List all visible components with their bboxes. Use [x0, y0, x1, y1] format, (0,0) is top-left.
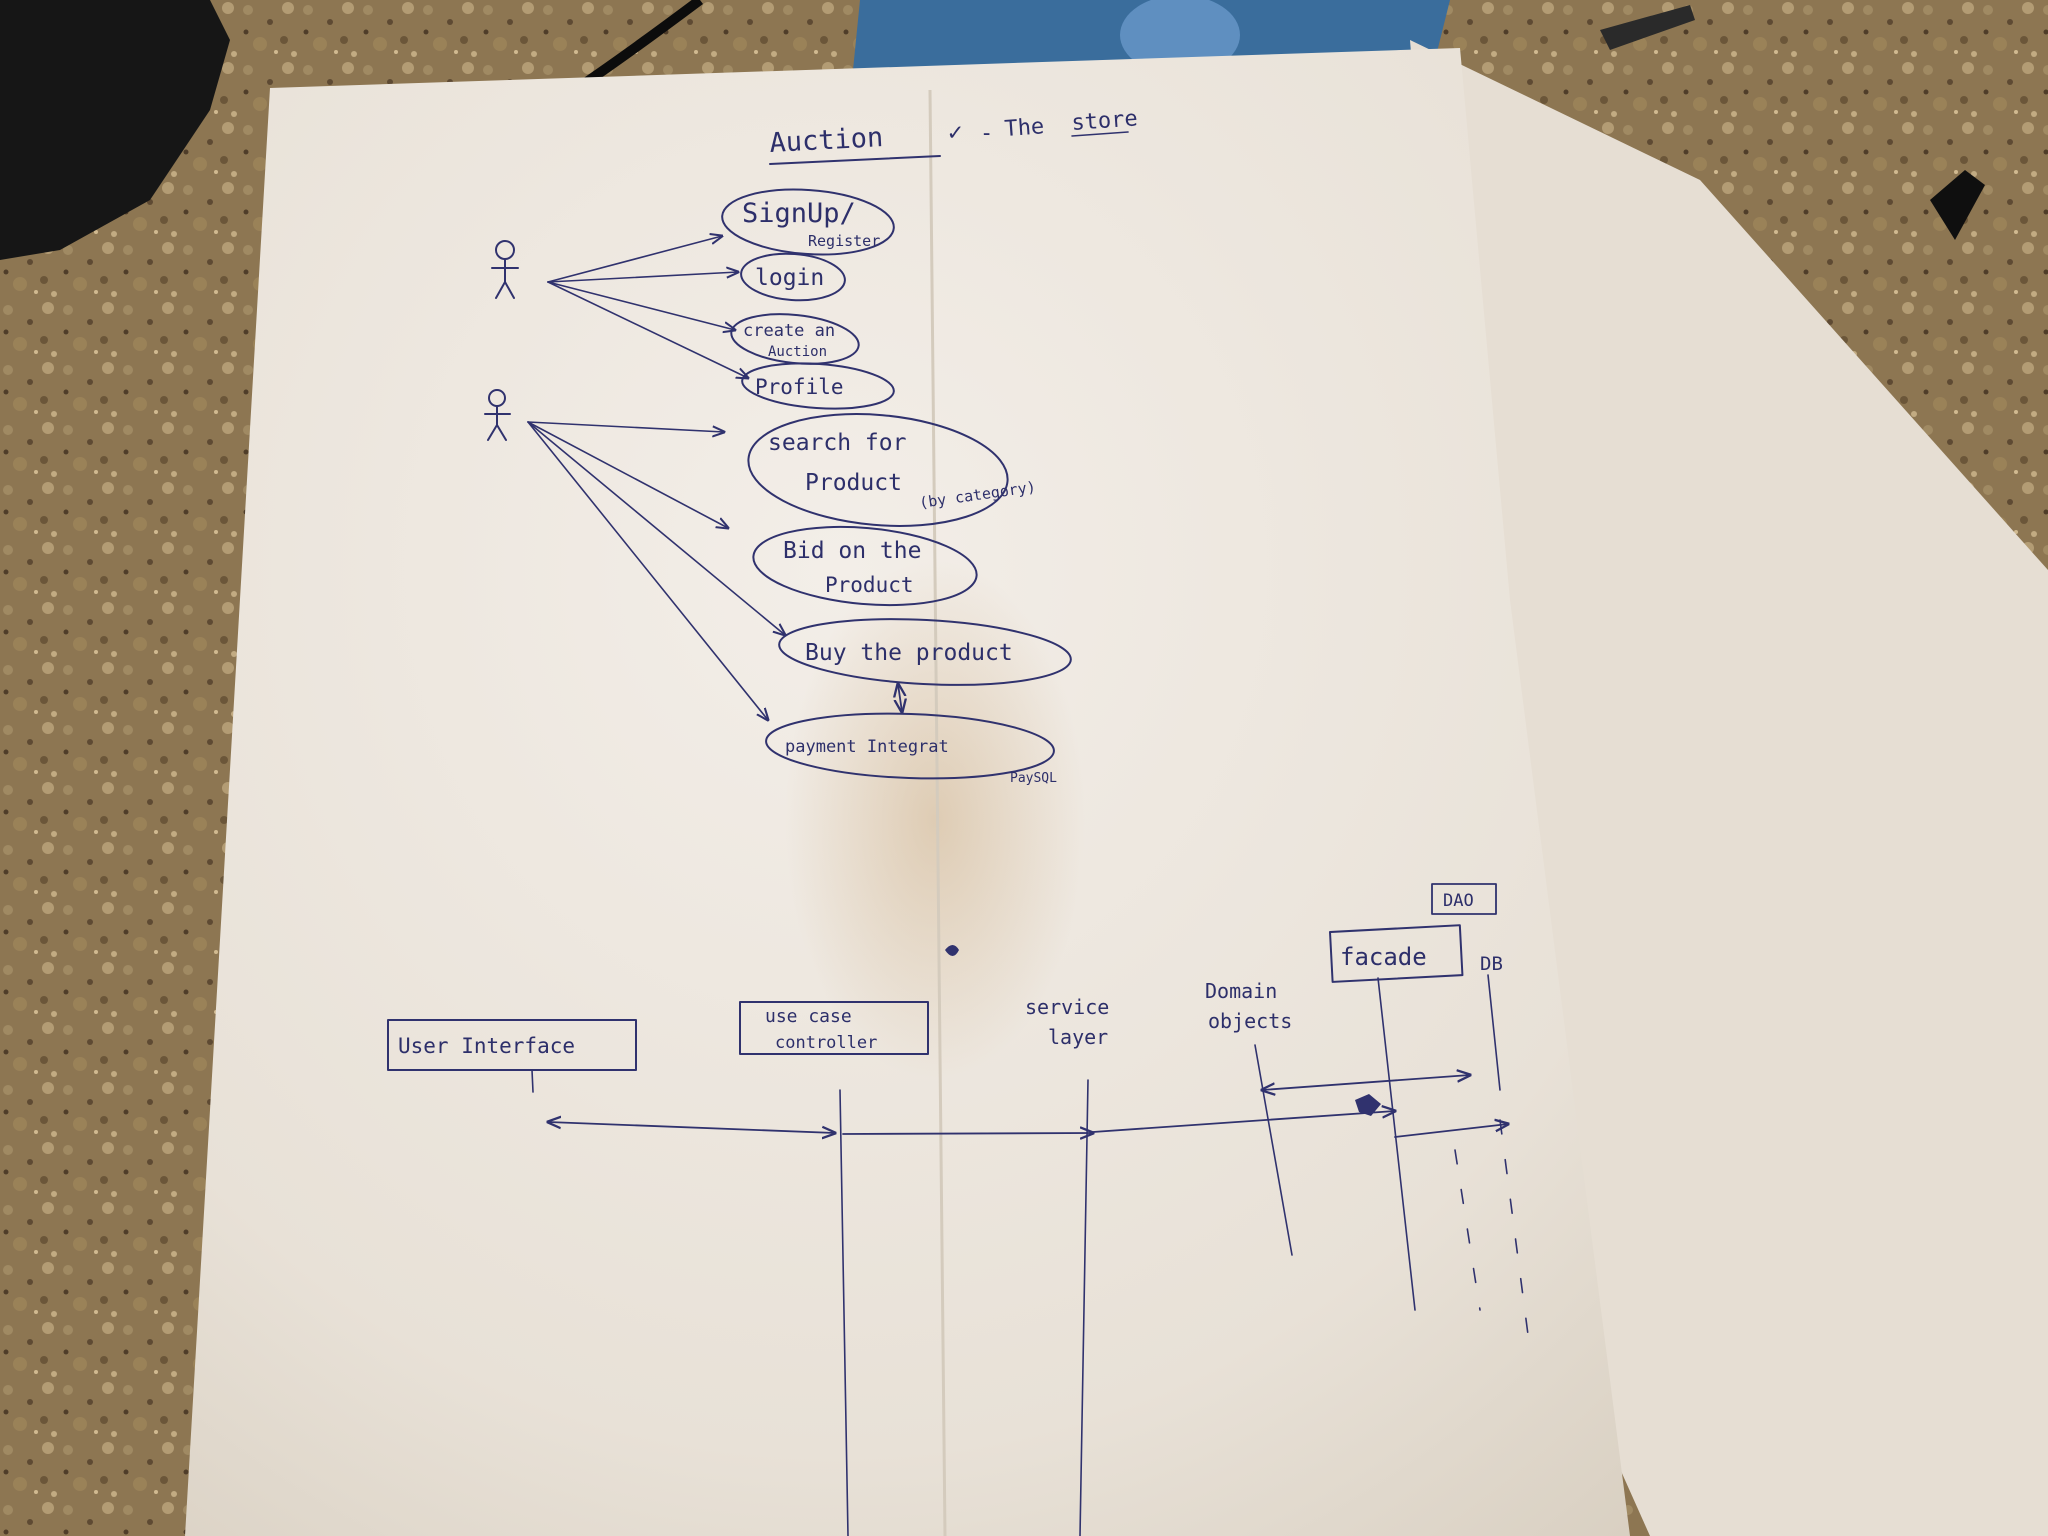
- participant-facade: facade: [1329, 924, 1464, 983]
- svg-text:search for: search for: [768, 430, 906, 456]
- assoc-arrow: [547, 272, 738, 283]
- message-arrow: [842, 1133, 1093, 1134]
- title-underline: [769, 155, 941, 165]
- svg-text:layer: layer: [1048, 1025, 1108, 1049]
- assoc-arrow: [527, 421, 785, 635]
- svg-text:Product: Product: [825, 573, 914, 597]
- message-arrow: [1262, 1075, 1470, 1090]
- message-arrow: [1394, 1124, 1508, 1138]
- sequence-diagram: User Interface use case controller servi…: [387, 883, 1531, 1536]
- assoc-arrow: [547, 281, 748, 378]
- ink-doodle: [945, 945, 959, 956]
- participant-use-case-controller: use case controller: [739, 1001, 929, 1055]
- use-case-buy-product: Buy the product: [778, 618, 1072, 686]
- participant-user-interface: User Interface: [387, 1019, 637, 1071]
- svg-text:facade: facade: [1340, 943, 1427, 971]
- stain: [785, 560, 1085, 1080]
- svg-text:service: service: [1025, 995, 1109, 1019]
- dark-object: [0, 0, 230, 260]
- use-case-bid-product: Bid on the Product: [752, 525, 978, 607]
- title-main: Auction: [769, 122, 884, 159]
- lifeline-use-case-controller: [839, 1089, 849, 1536]
- ink-scribble: [1355, 1094, 1381, 1116]
- stick-figure-actor-icon: [491, 240, 519, 299]
- svg-text:Bid on the: Bid on the: [783, 538, 921, 564]
- svg-text:Buy the product: Buy the product: [805, 640, 1013, 666]
- svg-text:login: login: [755, 265, 824, 291]
- title-dash: -: [980, 121, 993, 146]
- svg-text:objects: objects: [1208, 1009, 1292, 1033]
- assoc-arrow: [527, 421, 768, 720]
- title-sub-word: store: [1071, 106, 1139, 136]
- svg-text:use case: use case: [765, 1006, 852, 1027]
- svg-text:create an: create an: [743, 321, 835, 341]
- svg-text:Domain: Domain: [1205, 979, 1277, 1003]
- svg-text:Profile: Profile: [755, 375, 844, 399]
- lifeline-dao-dashed: [1454, 1149, 1481, 1311]
- double-arrow: [898, 684, 902, 712]
- participant-db: DB: [1480, 953, 1503, 975]
- svg-text:PaySQL: PaySQL: [1010, 771, 1057, 786]
- paper-fold: [928, 89, 947, 1536]
- svg-text:Auction: Auction: [768, 344, 827, 360]
- pen-cap-icon: [1930, 170, 1985, 240]
- title-tick: ✓: [948, 118, 962, 146]
- use-case-payment-integration: payment Integrat PaySQL: [765, 712, 1057, 786]
- title-sub-underline: [1071, 131, 1129, 137]
- lifeline-user-interface: [531, 1069, 534, 1093]
- use-case-signup: SignUp/ Register: [721, 188, 895, 256]
- svg-text:Register: Register: [808, 232, 880, 250]
- svg-text:DAO: DAO: [1443, 891, 1474, 911]
- lifeline-facade: [1377, 977, 1416, 1311]
- pen-icon: [1600, 5, 1695, 50]
- blue-card-emblem: [1120, 0, 1240, 75]
- dao-label: DAO: [1431, 883, 1497, 915]
- assoc-arrow: [527, 421, 728, 528]
- lifeline-service-layer: [1079, 1079, 1089, 1536]
- participant-service-layer: service layer: [1025, 995, 1109, 1049]
- svg-text:controller: controller: [775, 1033, 877, 1053]
- assoc-arrow: [547, 281, 735, 330]
- use-case-diagram: SignUp/ Register login create an Auction…: [484, 188, 1072, 786]
- message-arrow: [1092, 1111, 1395, 1133]
- lifeline-db: [1487, 974, 1501, 1091]
- stick-figure-actor-icon: [484, 389, 511, 441]
- assoc-arrow: [547, 236, 722, 283]
- assoc-arrow: [527, 421, 724, 432]
- svg-text:DB: DB: [1480, 953, 1503, 975]
- use-case-login: login: [740, 252, 846, 302]
- use-case-profile: Profile: [741, 362, 895, 410]
- svg-text:User Interface: User Interface: [398, 1034, 575, 1058]
- diagram-title: Auction ✓ - The store: [769, 106, 1139, 165]
- title-sub-prefix: The: [1004, 114, 1045, 142]
- svg-text:payment Integrat: payment Integrat: [785, 737, 949, 757]
- svg-text:SignUp/: SignUp/: [742, 198, 856, 229]
- svg-text:Product: Product: [805, 470, 902, 496]
- message-arrow: [548, 1122, 835, 1133]
- participant-domain-objects: Domain objects: [1205, 979, 1292, 1033]
